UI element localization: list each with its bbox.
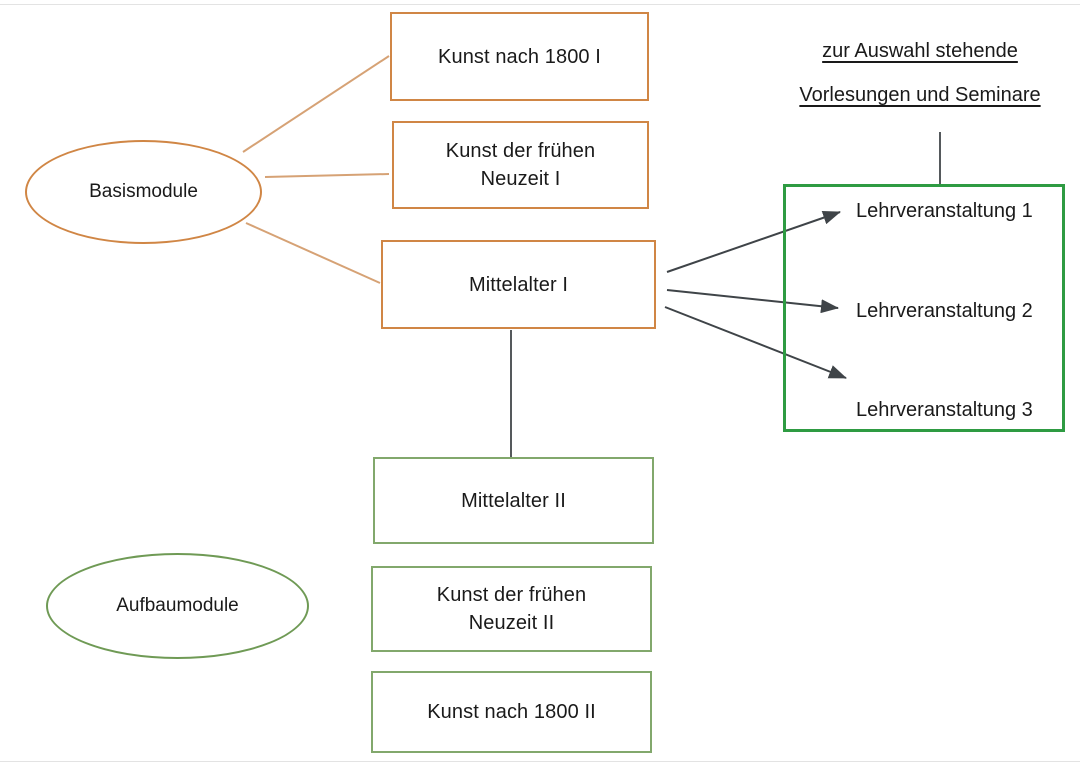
connector-basis-to-mittelalter <box>245 222 381 284</box>
group-ellipse-aufbaumodule[interactable]: Aufbaumodule <box>46 553 309 659</box>
module-label-kunst-nach-1800-ii: Kunst nach 1800 II <box>427 701 596 723</box>
module-box-kunst-fruehe-neuzeit-ii[interactable]: Kunst der frühen Neuzeit II <box>371 566 652 652</box>
bottom-divider-rule <box>0 761 1080 762</box>
selection-heading-line-2: Vorlesungen und Seminare <box>799 84 1041 106</box>
group-ellipse-basismodule[interactable]: Basismodule <box>25 140 262 244</box>
module-label-line-1: Kunst der frühen <box>445 140 596 162</box>
group-label-aufbaumodule: Aufbaumodule <box>116 595 239 616</box>
module-box-kunst-nach-1800-ii[interactable]: Kunst nach 1800 II <box>371 671 652 753</box>
arrow-mittelalter1-to-course2 <box>666 289 839 314</box>
module-label-kunst-fruehe-neuzeit-ii: Kunst der frühen Neuzeit II <box>429 581 594 637</box>
connector-basis-to-kunst1800 <box>242 55 390 153</box>
module-box-kunst-nach-1800-i[interactable]: Kunst nach 1800 I <box>390 12 649 101</box>
group-label-basismodule: Basismodule <box>89 181 198 202</box>
module-box-mittelalter-i[interactable]: Mittelalter I <box>381 240 656 329</box>
module-label-kunst-fruehe-neuzeit-i: Kunst der frühen Neuzeit I <box>438 137 603 193</box>
selection-heading: zur Auswahl stehende Vorlesungen und Sem… <box>760 40 1080 106</box>
course-label-lehrveranstaltung-3: Lehrveranstaltung 3 <box>856 399 1033 421</box>
selection-heading-line-1: zur Auswahl stehende <box>822 40 1018 62</box>
connector-basis-to-neuzeit <box>264 173 390 178</box>
module-label-mittelalter-ii: Mittelalter II <box>461 489 566 512</box>
course-item-lehrveranstaltung-1[interactable]: Lehrveranstaltung 1 <box>856 198 1033 224</box>
course-item-lehrveranstaltung-2[interactable]: Lehrveranstaltung 2 <box>856 298 1033 324</box>
module-label-kunst-nach-1800-i: Kunst nach 1800 I <box>438 45 601 68</box>
top-divider-rule <box>0 4 1080 5</box>
course-item-lehrveranstaltung-3[interactable]: Lehrveranstaltung 3 <box>856 397 1033 423</box>
arrow-mittelalter1-to-course1 <box>666 210 841 273</box>
module-box-mittelalter-ii[interactable]: Mittelalter II <box>373 457 654 544</box>
course-label-lehrveranstaltung-2: Lehrveranstaltung 2 <box>856 300 1033 322</box>
module-label-line-1: Kunst der frühen <box>436 584 587 606</box>
course-label-lehrveranstaltung-1: Lehrveranstaltung 1 <box>856 200 1033 222</box>
course-selection-container <box>783 184 1065 432</box>
module-label-line-2: Neuzeit II <box>468 612 555 634</box>
module-label-mittelalter-i: Mittelalter I <box>468 273 569 296</box>
module-box-kunst-fruehe-neuzeit-i[interactable]: Kunst der frühen Neuzeit I <box>392 121 649 209</box>
arrow-mittelalter1-to-course3 <box>664 306 847 379</box>
module-label-line-2: Neuzeit I <box>480 168 561 190</box>
